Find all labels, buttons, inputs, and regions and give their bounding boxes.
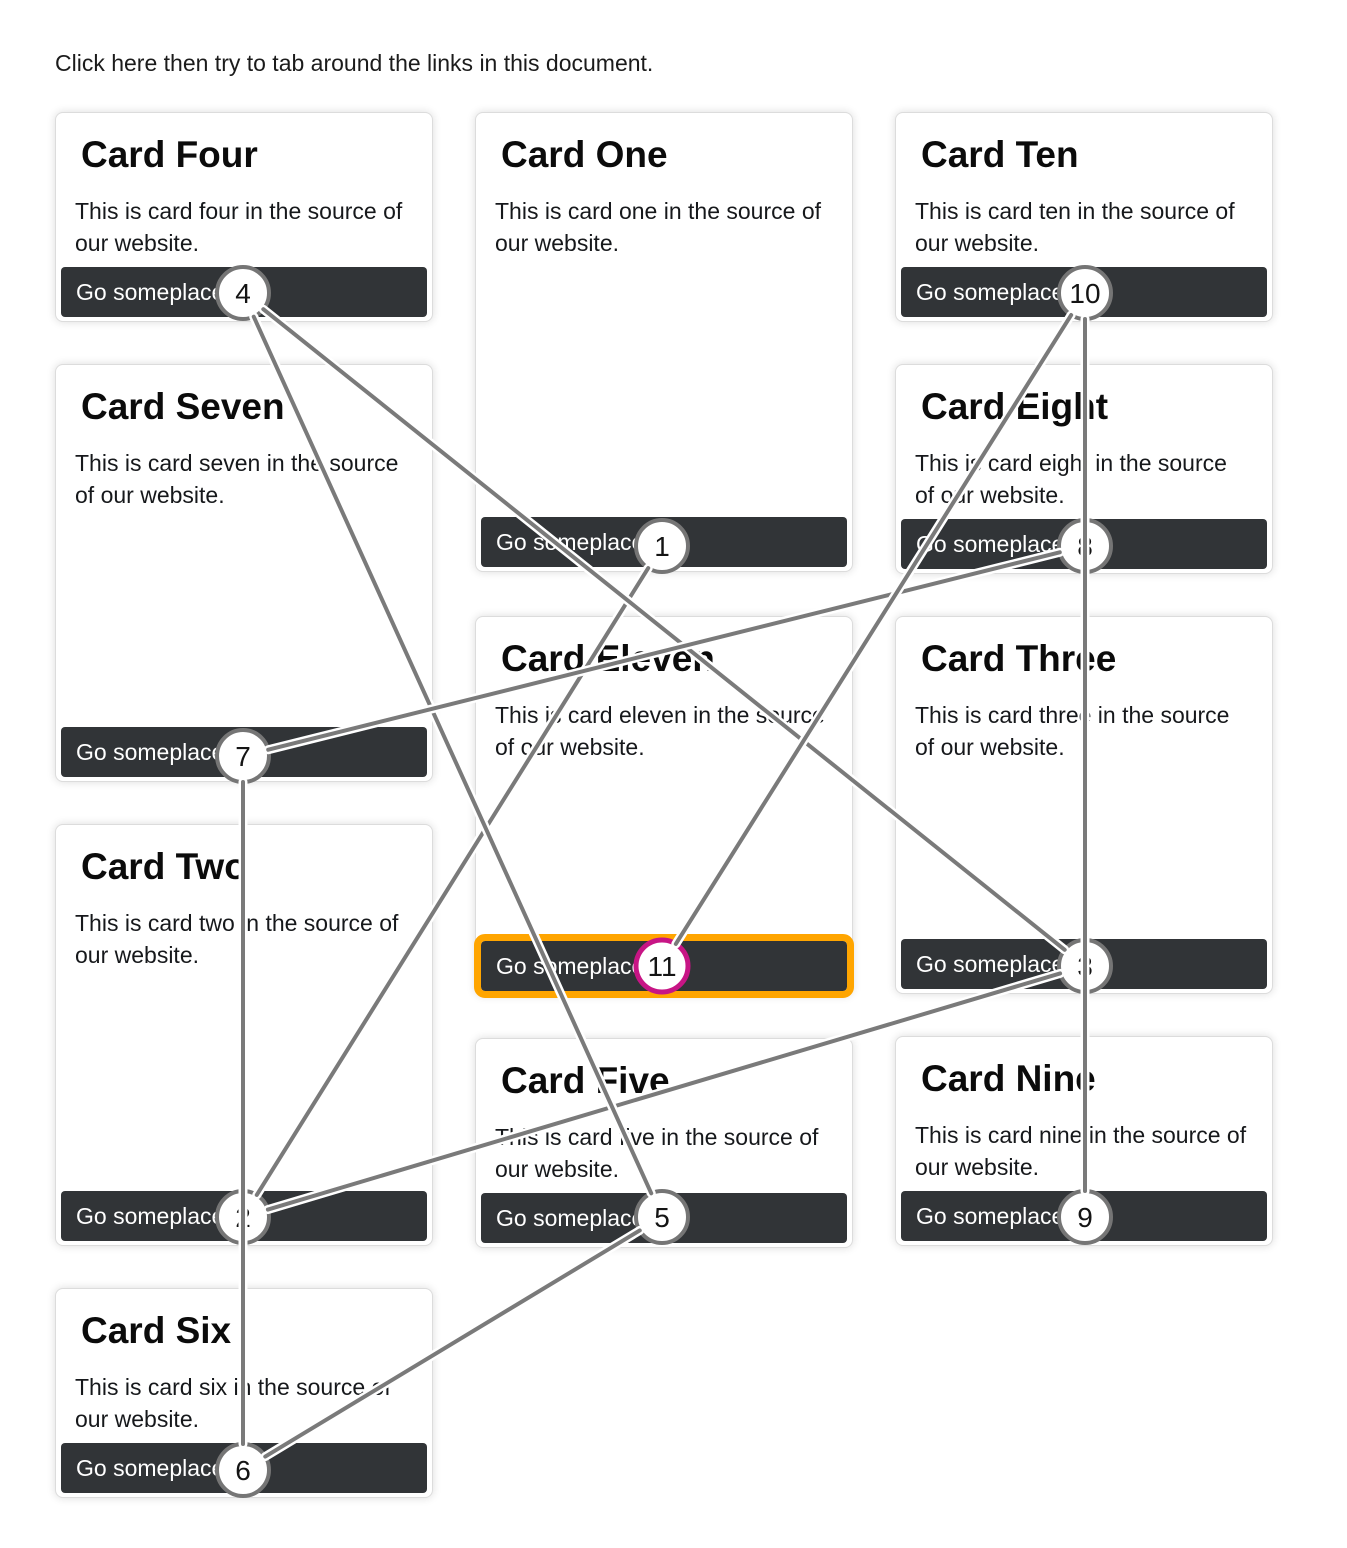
go-someplace-link[interactable]: Go someplace [901,267,1267,317]
card-title: Card Two [81,846,247,887]
go-someplace-link[interactable]: Go someplace [474,934,854,998]
card-text: This is card nine in the source of our w… [915,1122,1247,1180]
go-someplace-link[interactable]: Go someplace [481,1193,847,1243]
card-text: This is card seven in the source of our … [75,450,399,508]
go-someplace-link[interactable]: Go someplace [901,519,1267,569]
card-text: This is card one in the source of our we… [495,198,821,256]
card-title: Card One [501,134,668,175]
card-text: This is card eight in the source of our … [915,450,1227,508]
card-text: This is card two in the source of our we… [75,910,399,968]
instruction-text: Click here then try to tab around the li… [55,50,654,76]
card-text: This is card six in the source of our we… [75,1374,391,1432]
card-title: Card Four [81,134,258,175]
card-text: This is card three in the source of our … [915,702,1230,760]
card-title: Card Nine [921,1058,1096,1099]
card-title: Card Ten [921,134,1079,175]
card-title: Card Eleven [501,638,715,679]
go-someplace-link[interactable]: Go someplace [61,727,427,777]
go-someplace-link[interactable]: Go someplace [901,939,1267,989]
card-title: Card Eight [921,386,1109,427]
card-text: This is card ten in the source of our we… [915,198,1235,256]
card-text: This is card eleven in the source of our… [495,702,825,760]
go-someplace-link[interactable]: Go someplace [61,1443,427,1493]
card-title: Card Three [921,638,1117,679]
card-text: This is card five in the source of our w… [495,1124,819,1182]
go-someplace-link[interactable]: Go someplace [61,1191,427,1241]
card-title: Card Seven [81,386,285,427]
go-someplace-link[interactable]: Go someplace [481,517,847,567]
card-text: This is card four in the source of our w… [75,198,403,256]
card-title: Card Six [81,1310,232,1351]
card-title: Card Five [501,1060,670,1101]
go-someplace-link[interactable]: Go someplace [901,1191,1267,1241]
go-someplace-link[interactable]: Go someplace [61,267,427,317]
